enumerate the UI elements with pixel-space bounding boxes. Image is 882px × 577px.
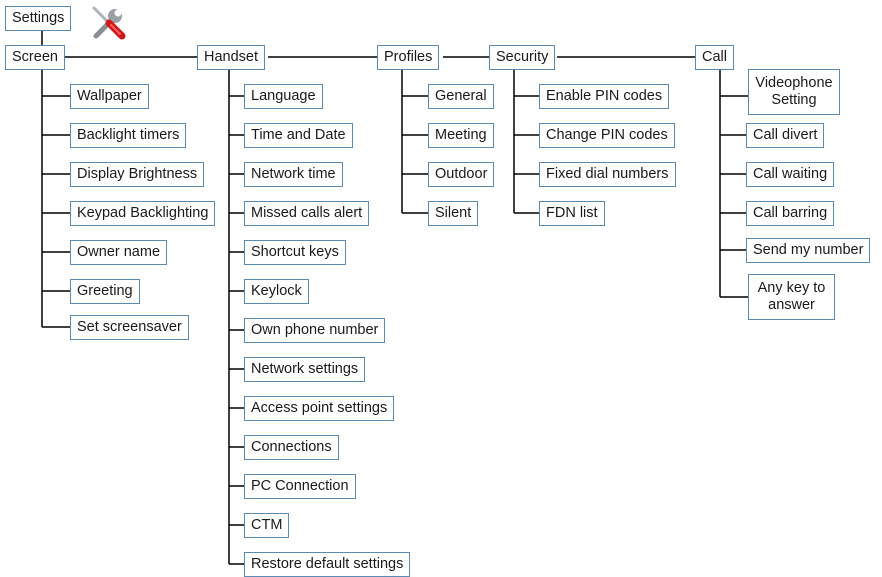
item-general[interactable]: General bbox=[428, 84, 494, 109]
item-own-phone-number[interactable]: Own phone number bbox=[244, 318, 386, 343]
category-security[interactable]: Security bbox=[489, 45, 556, 70]
item-silent[interactable]: Silent bbox=[428, 201, 479, 226]
item-set-screensaver[interactable]: Set screensaver bbox=[70, 315, 189, 340]
item-pc-connection[interactable]: PC Connection bbox=[244, 474, 356, 499]
item-backlight-timers[interactable]: Backlight timers bbox=[70, 123, 187, 148]
item-call-barring[interactable]: Call barring bbox=[746, 201, 835, 226]
category-handset[interactable]: Handset bbox=[197, 45, 266, 70]
tools-icon bbox=[92, 6, 126, 40]
item-send-my-number[interactable]: Send my number bbox=[746, 238, 871, 263]
item-ctm[interactable]: CTM bbox=[244, 513, 290, 538]
item-language[interactable]: Language bbox=[244, 84, 323, 109]
item-network-time[interactable]: Network time bbox=[244, 162, 343, 187]
item-meeting[interactable]: Meeting bbox=[428, 123, 494, 148]
root-node[interactable]: Settings bbox=[5, 6, 72, 31]
item-fdn-list[interactable]: FDN list bbox=[539, 201, 605, 226]
item-wallpaper[interactable]: Wallpaper bbox=[70, 84, 149, 109]
item-access-point-settings[interactable]: Access point settings bbox=[244, 396, 395, 421]
item-display-brightness[interactable]: Display Brightness bbox=[70, 162, 205, 187]
item-keypad-backlighting[interactable]: Keypad Backlighting bbox=[70, 201, 216, 226]
item-call-divert[interactable]: Call divert bbox=[746, 123, 825, 148]
category-call[interactable]: Call bbox=[695, 45, 734, 70]
item-greeting[interactable]: Greeting bbox=[70, 279, 140, 304]
item-videophone-setting[interactable]: Videophone Setting bbox=[748, 69, 840, 115]
item-network-settings[interactable]: Network settings bbox=[244, 357, 366, 382]
category-profiles[interactable]: Profiles bbox=[377, 45, 440, 70]
item-call-waiting[interactable]: Call waiting bbox=[746, 162, 835, 187]
item-missed-calls-alert[interactable]: Missed calls alert bbox=[244, 201, 370, 226]
item-connections[interactable]: Connections bbox=[244, 435, 339, 460]
item-change-pin-codes[interactable]: Change PIN codes bbox=[539, 123, 675, 148]
item-keylock[interactable]: Keylock bbox=[244, 279, 309, 304]
item-restore-default-settings[interactable]: Restore default settings bbox=[244, 552, 411, 577]
item-fixed-dial-numbers[interactable]: Fixed dial numbers bbox=[539, 162, 676, 187]
item-time-and-date[interactable]: Time and Date bbox=[244, 123, 353, 148]
item-enable-pin-codes[interactable]: Enable PIN codes bbox=[539, 84, 670, 109]
item-owner-name[interactable]: Owner name bbox=[70, 240, 168, 265]
item-any-key-to-answer[interactable]: Any key to answer bbox=[748, 274, 835, 320]
item-outdoor[interactable]: Outdoor bbox=[428, 162, 495, 187]
item-shortcut-keys[interactable]: Shortcut keys bbox=[244, 240, 346, 265]
category-screen[interactable]: Screen bbox=[5, 45, 65, 70]
